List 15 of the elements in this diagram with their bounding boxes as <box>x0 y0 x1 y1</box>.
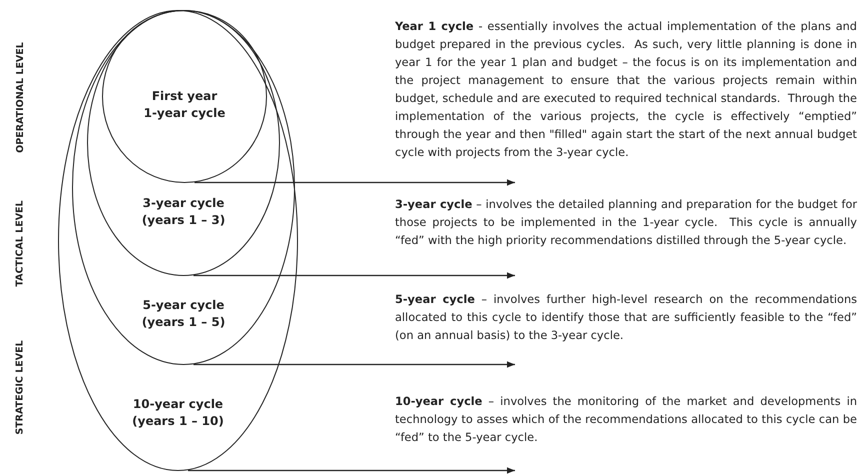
description-paragraph: Year 1 cycle - essentially involves the actual implementation of the plans and budget prepared in the previous cycles. As such, very little planning is done in year 1 for the year 1 plan and budget – the focus is on its implementation and the project management to ensure that the various projects remain within budget, schedule and are executed to required technical standards. Through the implementation of the various projects, the cycle is effectively “emptied” through the year and then "filled" again start the start of the next annual budget cycle with projects from the 3-year cycle. <box>395 19 857 161</box>
arrow <box>194 179 515 186</box>
cycle-label: 3-year cycle (years 1 – 3) <box>140 195 226 229</box>
arrow <box>194 272 515 279</box>
cycle-label: 5-year cycle (years 1 – 5) <box>140 297 226 331</box>
level-label: TACTICAL LEVEL <box>14 200 26 286</box>
arrow <box>194 361 515 368</box>
cycle-label: First year 1-year cycle <box>142 88 226 122</box>
cycle-label: 10-year cycle (years 1 – 10) <box>131 396 225 430</box>
arrow <box>188 467 515 474</box>
description-paragraph: 3-year cycle – involves the detailed planning and preparation for the budget for those projects to be implemented in the 1-year cycle. This cycle is annually “fed” with the high priority recommendations distilled through the 5-year cycle. <box>395 197 857 249</box>
description-paragraph: 5-year cycle – involves further high-level research on the recommendations allocated to this cycle to identify those that are sufficiently feasible to the “fed” (on an annual basis) to the 3-year cycle. <box>395 292 857 344</box>
description-paragraph: 10-year cycle – involves the monitoring of the market and developments in technology to asses which of the recommendations allocated to this cycle can be “fed” to the 5-year cycle. <box>395 394 857 446</box>
level-label: OPERATIONAL LEVEL <box>14 42 26 152</box>
level-label: STRATEGIC LEVEL <box>14 340 26 434</box>
